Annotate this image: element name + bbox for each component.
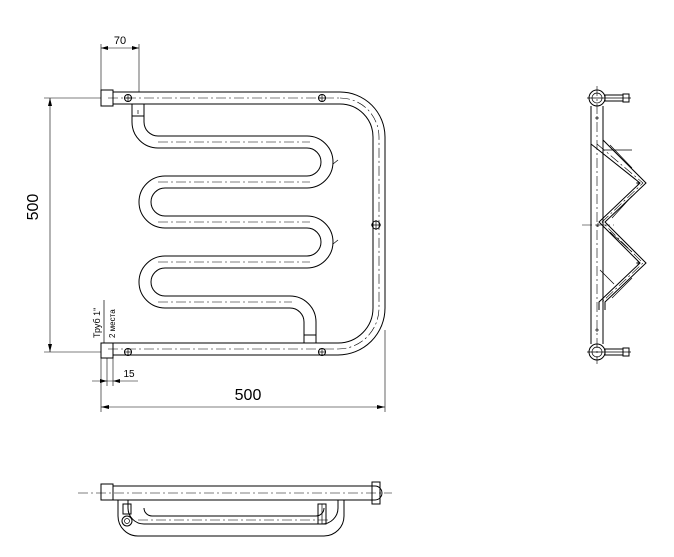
dimension-label-width: 500 xyxy=(235,387,262,404)
dimension-label-height: 500 xyxy=(25,194,42,221)
top-flange-circle xyxy=(587,89,631,107)
serpentine-coil xyxy=(131,103,339,344)
fixing-bolt xyxy=(124,94,132,102)
fixing-bolt xyxy=(318,348,326,356)
dimension-label-70: 70 xyxy=(114,35,126,47)
dimension-width: 500 xyxy=(100,330,386,412)
dimension-height: 500 xyxy=(25,97,101,353)
dimension-label-15: 15 xyxy=(123,369,135,380)
side-plus-markers xyxy=(595,116,640,332)
pipe-note: Труб 1" 2 места xyxy=(92,300,117,343)
dimension-bottom-offset: 15 xyxy=(92,358,138,386)
side-view xyxy=(582,86,647,364)
bottom-inlet-nipple xyxy=(100,342,114,359)
fixing-bolt xyxy=(318,94,326,102)
places-note: 2 места xyxy=(108,309,117,338)
fixing-bolt xyxy=(124,348,132,356)
dimension-top-offset: 70 xyxy=(100,35,140,92)
pipe-size-note: Труб 1" xyxy=(92,308,102,338)
top-view-bracket xyxy=(121,503,327,527)
coil-side-zigzag xyxy=(590,139,647,310)
riser-plug xyxy=(371,220,381,230)
top-view xyxy=(78,481,392,537)
front-view: 70 500 500 15 xyxy=(25,35,386,412)
bottom-flange-circle xyxy=(587,343,631,361)
